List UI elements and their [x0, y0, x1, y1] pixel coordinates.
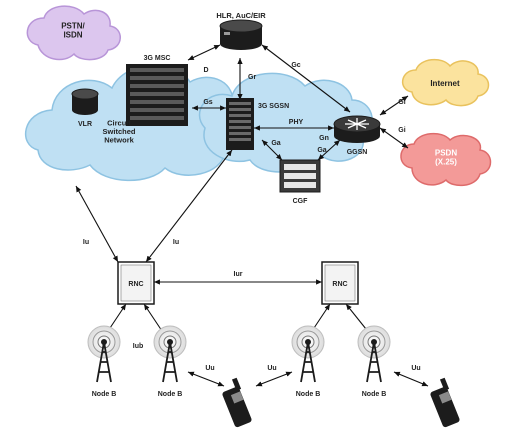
rnc-right-icon	[321, 261, 359, 305]
interface-gn-label: Gn	[319, 135, 329, 142]
rnc-left-label: RNC	[128, 281, 143, 288]
psdn-cloud	[400, 132, 492, 187]
node-b-3-antenna-icon	[291, 325, 325, 383]
interface-uu-2-label: Uu	[267, 365, 276, 372]
link-rnc-msc	[75, 185, 119, 263]
interface-gr-label: Gr	[248, 74, 256, 81]
hlr-label: HLR, AuC/EIR	[216, 11, 266, 20]
sgsn-server-icon	[226, 98, 254, 150]
interface-gc-label: Gc	[291, 62, 300, 69]
interface-uu-3-label: Uu	[411, 365, 420, 372]
mobile-phone-left-icon	[222, 377, 252, 428]
mobile-phone-right-icon	[430, 377, 460, 428]
node-b-2-label: Node B	[158, 391, 183, 398]
node-b-1-antenna-icon	[87, 325, 121, 383]
node-b-1-label: Node B	[92, 391, 117, 398]
cgf-label: CGF	[293, 198, 309, 205]
link-ggsn-psdn	[379, 127, 409, 149]
link-nodeb4-phone	[393, 371, 429, 387]
link-ggsn-hlr	[261, 44, 351, 113]
pstn-isdn-cloud	[26, 5, 121, 61]
interface-iu-right-label: Iu	[173, 239, 179, 246]
link-ggsn-cgf	[317, 139, 341, 161]
interface-iu-left-label: Iu	[83, 239, 89, 246]
link-phone-nodeb3	[255, 371, 293, 387]
interface-d-label: D	[203, 67, 208, 74]
ggsn-label: GGSN	[347, 149, 368, 156]
node-b-3-label: Node B	[296, 391, 321, 398]
ggsn-router-icon	[333, 115, 381, 143]
hlr-database-icon	[219, 19, 263, 50]
interface-ga-left-label: Ga	[271, 140, 280, 147]
interface-gi-psdn-label: Gi	[398, 127, 405, 134]
rnc-right-label: RNC	[332, 281, 347, 288]
rnc-left-icon	[117, 261, 155, 305]
interface-phy-label: PHY	[289, 119, 304, 126]
link-msc-hlr	[187, 44, 221, 61]
node-b-4-label: Node B	[362, 391, 387, 398]
interface-gs-label: Gs	[203, 99, 212, 106]
psdn-label: PSDN(X.25)	[435, 148, 457, 166]
cgf-storage-icon	[279, 159, 321, 193]
msc-switch-icon	[126, 64, 188, 126]
interface-iub-label: Iub	[133, 343, 144, 350]
interface-gi-internet-label: Gi	[398, 99, 405, 106]
link-ggsn-internet	[379, 95, 409, 116]
interface-ga-right-label: Ga	[317, 147, 326, 154]
connections	[75, 44, 429, 387]
vlr-label: VLR	[78, 121, 92, 128]
pstn-label: PSTN/ISDN	[61, 21, 85, 39]
node-b-4-antenna-icon	[357, 325, 391, 383]
vlr-database-icon	[71, 88, 99, 115]
interface-uu-1-label: Uu	[205, 365, 214, 372]
link-rnc-sgsn	[145, 149, 233, 263]
interface-iur-label: Iur	[234, 271, 243, 278]
msc-label: 3G MSC	[144, 55, 171, 62]
link-sgsn-cgf	[261, 139, 283, 161]
node-b-2-antenna-icon	[153, 325, 187, 383]
internet-cloud	[402, 58, 490, 107]
internet-label: Internet	[430, 79, 460, 88]
link-nodeb2-phone	[187, 371, 225, 387]
sgsn-label: 3G SGSN	[258, 103, 289, 110]
